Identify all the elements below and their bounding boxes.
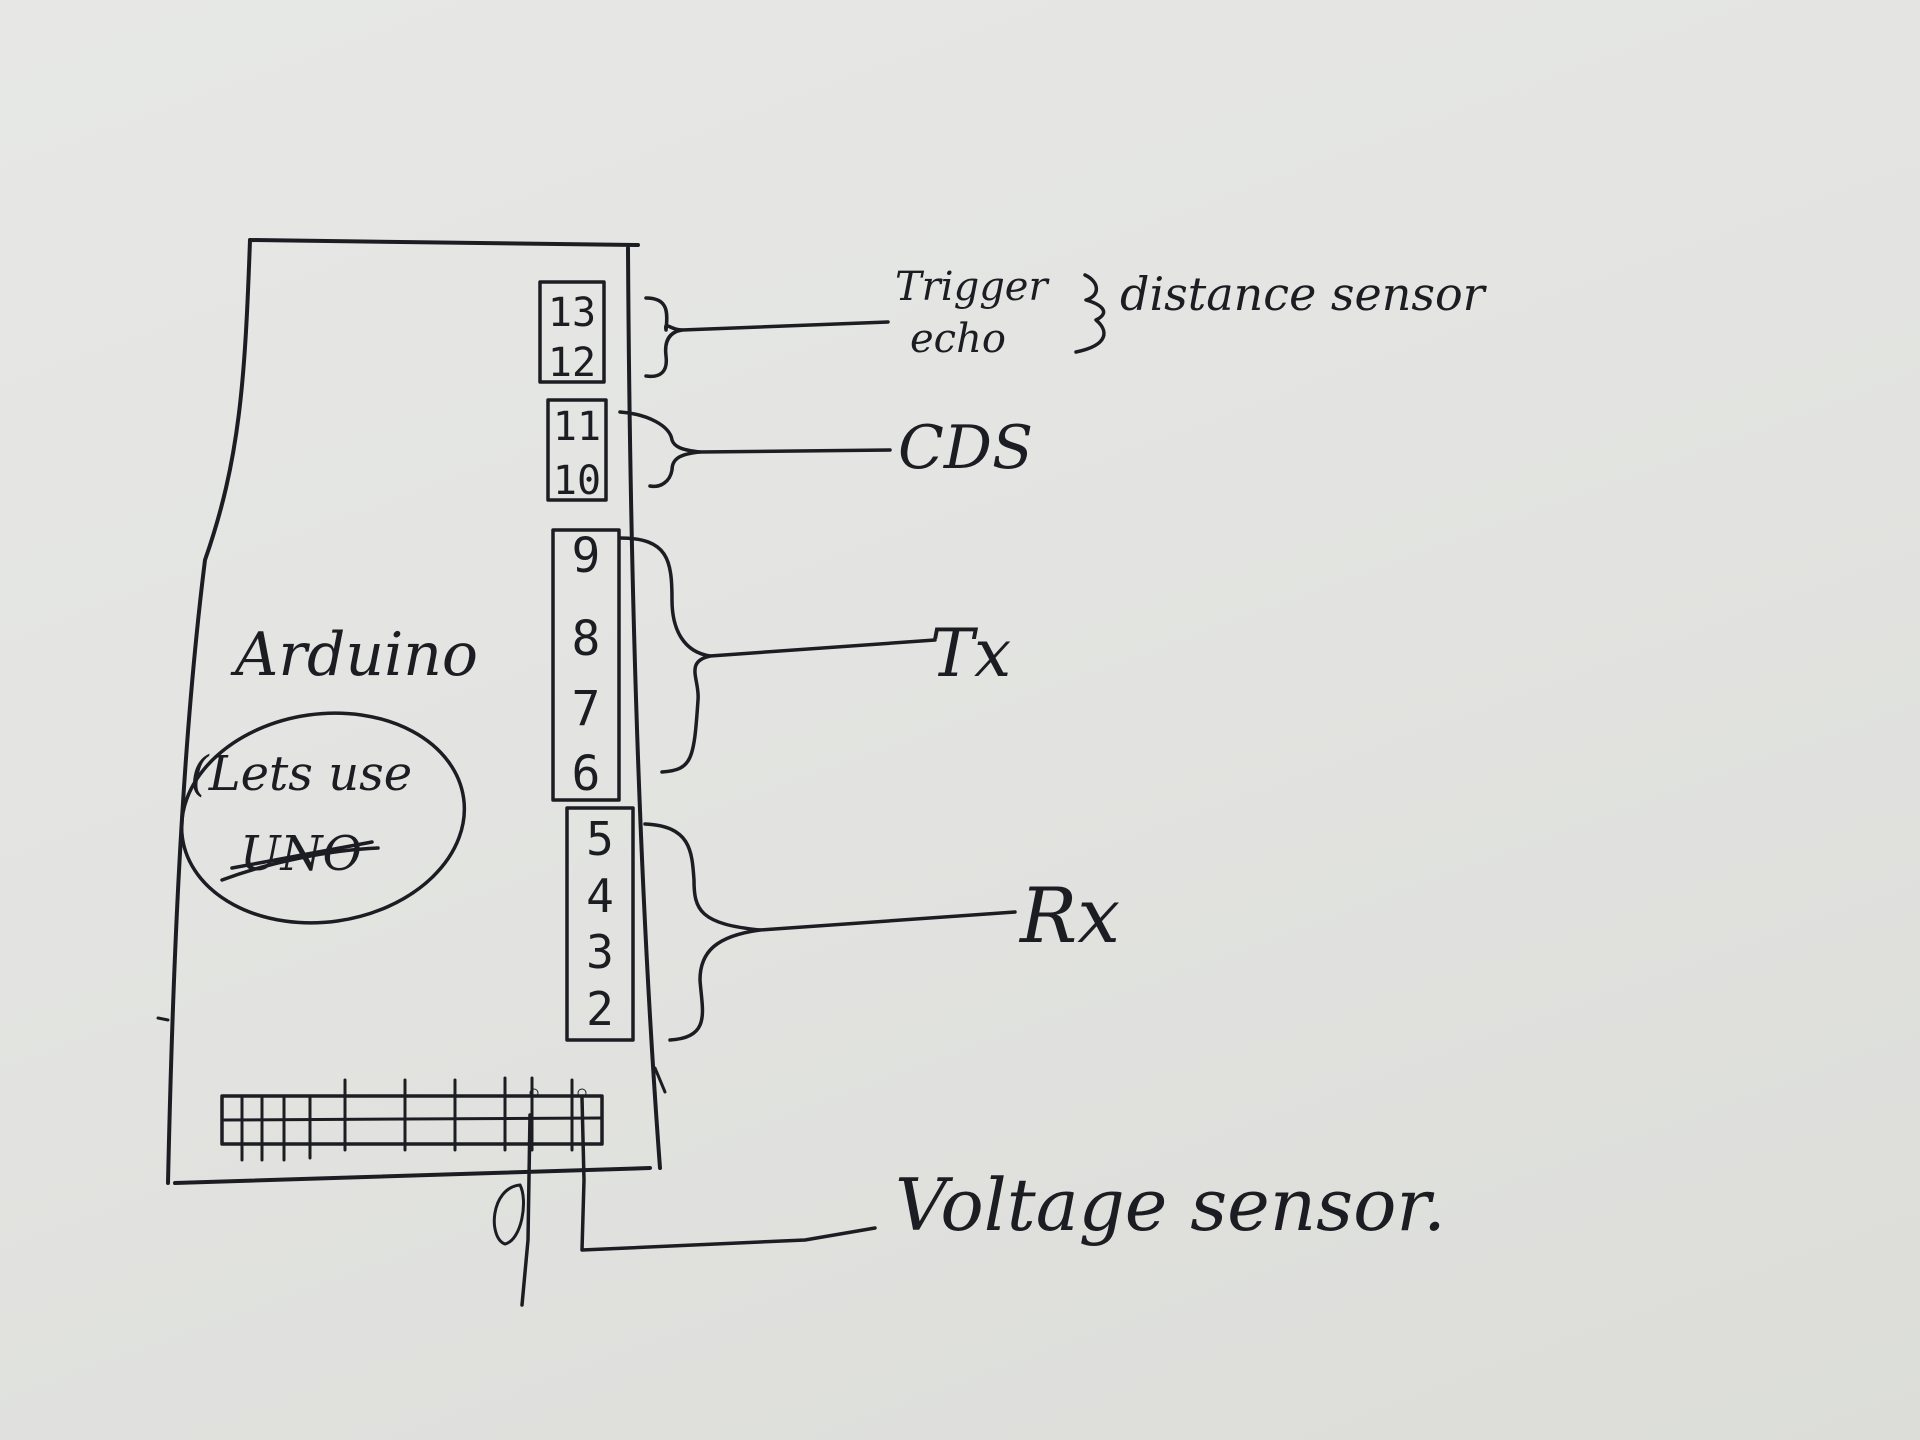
pins-tx: 9 8 7 6 (572, 528, 601, 802)
small-loop (492, 1183, 525, 1246)
cds-label: CDS (898, 413, 1033, 483)
voltage-sensor-label: Voltage sensor. (895, 1163, 1446, 1247)
pin-box-cds (546, 398, 608, 502)
pin-number: 13 (548, 290, 596, 336)
pin-box-tx (551, 528, 621, 802)
distance-sensor-label: distance sensor (1120, 267, 1488, 321)
ground-wire (520, 1113, 532, 1307)
voltage-wire (580, 1096, 877, 1252)
pin-box-distance (538, 280, 606, 384)
leader-tx (708, 638, 937, 658)
label-brace (1074, 273, 1106, 354)
arduino-board-outline (156, 238, 667, 1185)
pin-number: 2 (586, 982, 614, 1036)
pin-number: 3 (586, 925, 614, 979)
pin-number: 4 (586, 869, 614, 923)
leader-distance (680, 320, 890, 332)
board-name-label: Arduino (230, 620, 478, 690)
note-oval (179, 711, 467, 925)
trigger-label: Trigger (895, 264, 1050, 310)
pin-number: 7 (572, 681, 601, 737)
pins-cds: 11 10 (553, 404, 601, 504)
rx-label: Rx (1018, 871, 1120, 960)
pin-box-rx (565, 806, 635, 1042)
board-note-label: (Lets use (190, 746, 412, 802)
pins-rx: 5 4 3 2 (586, 812, 614, 1036)
pin-number: 10 (553, 458, 601, 504)
brace-distance (644, 296, 684, 379)
pin-number: 9 (572, 528, 601, 584)
echo-label: echo (910, 316, 1006, 362)
pin-number: 5 (586, 812, 614, 866)
pin-number: 6 (572, 746, 601, 802)
brace-rx (643, 822, 762, 1042)
bottom-header-strip (220, 1076, 604, 1162)
pin-number: 8 (572, 611, 601, 667)
tx-label: Tx (930, 615, 1011, 692)
pin-number: 11 (553, 404, 601, 450)
pin-number: 12 (548, 340, 596, 386)
strike-through (220, 840, 380, 882)
pins-distance: 13 12 (548, 290, 596, 386)
leader-rx (758, 910, 1017, 932)
leader-cds (698, 448, 892, 454)
